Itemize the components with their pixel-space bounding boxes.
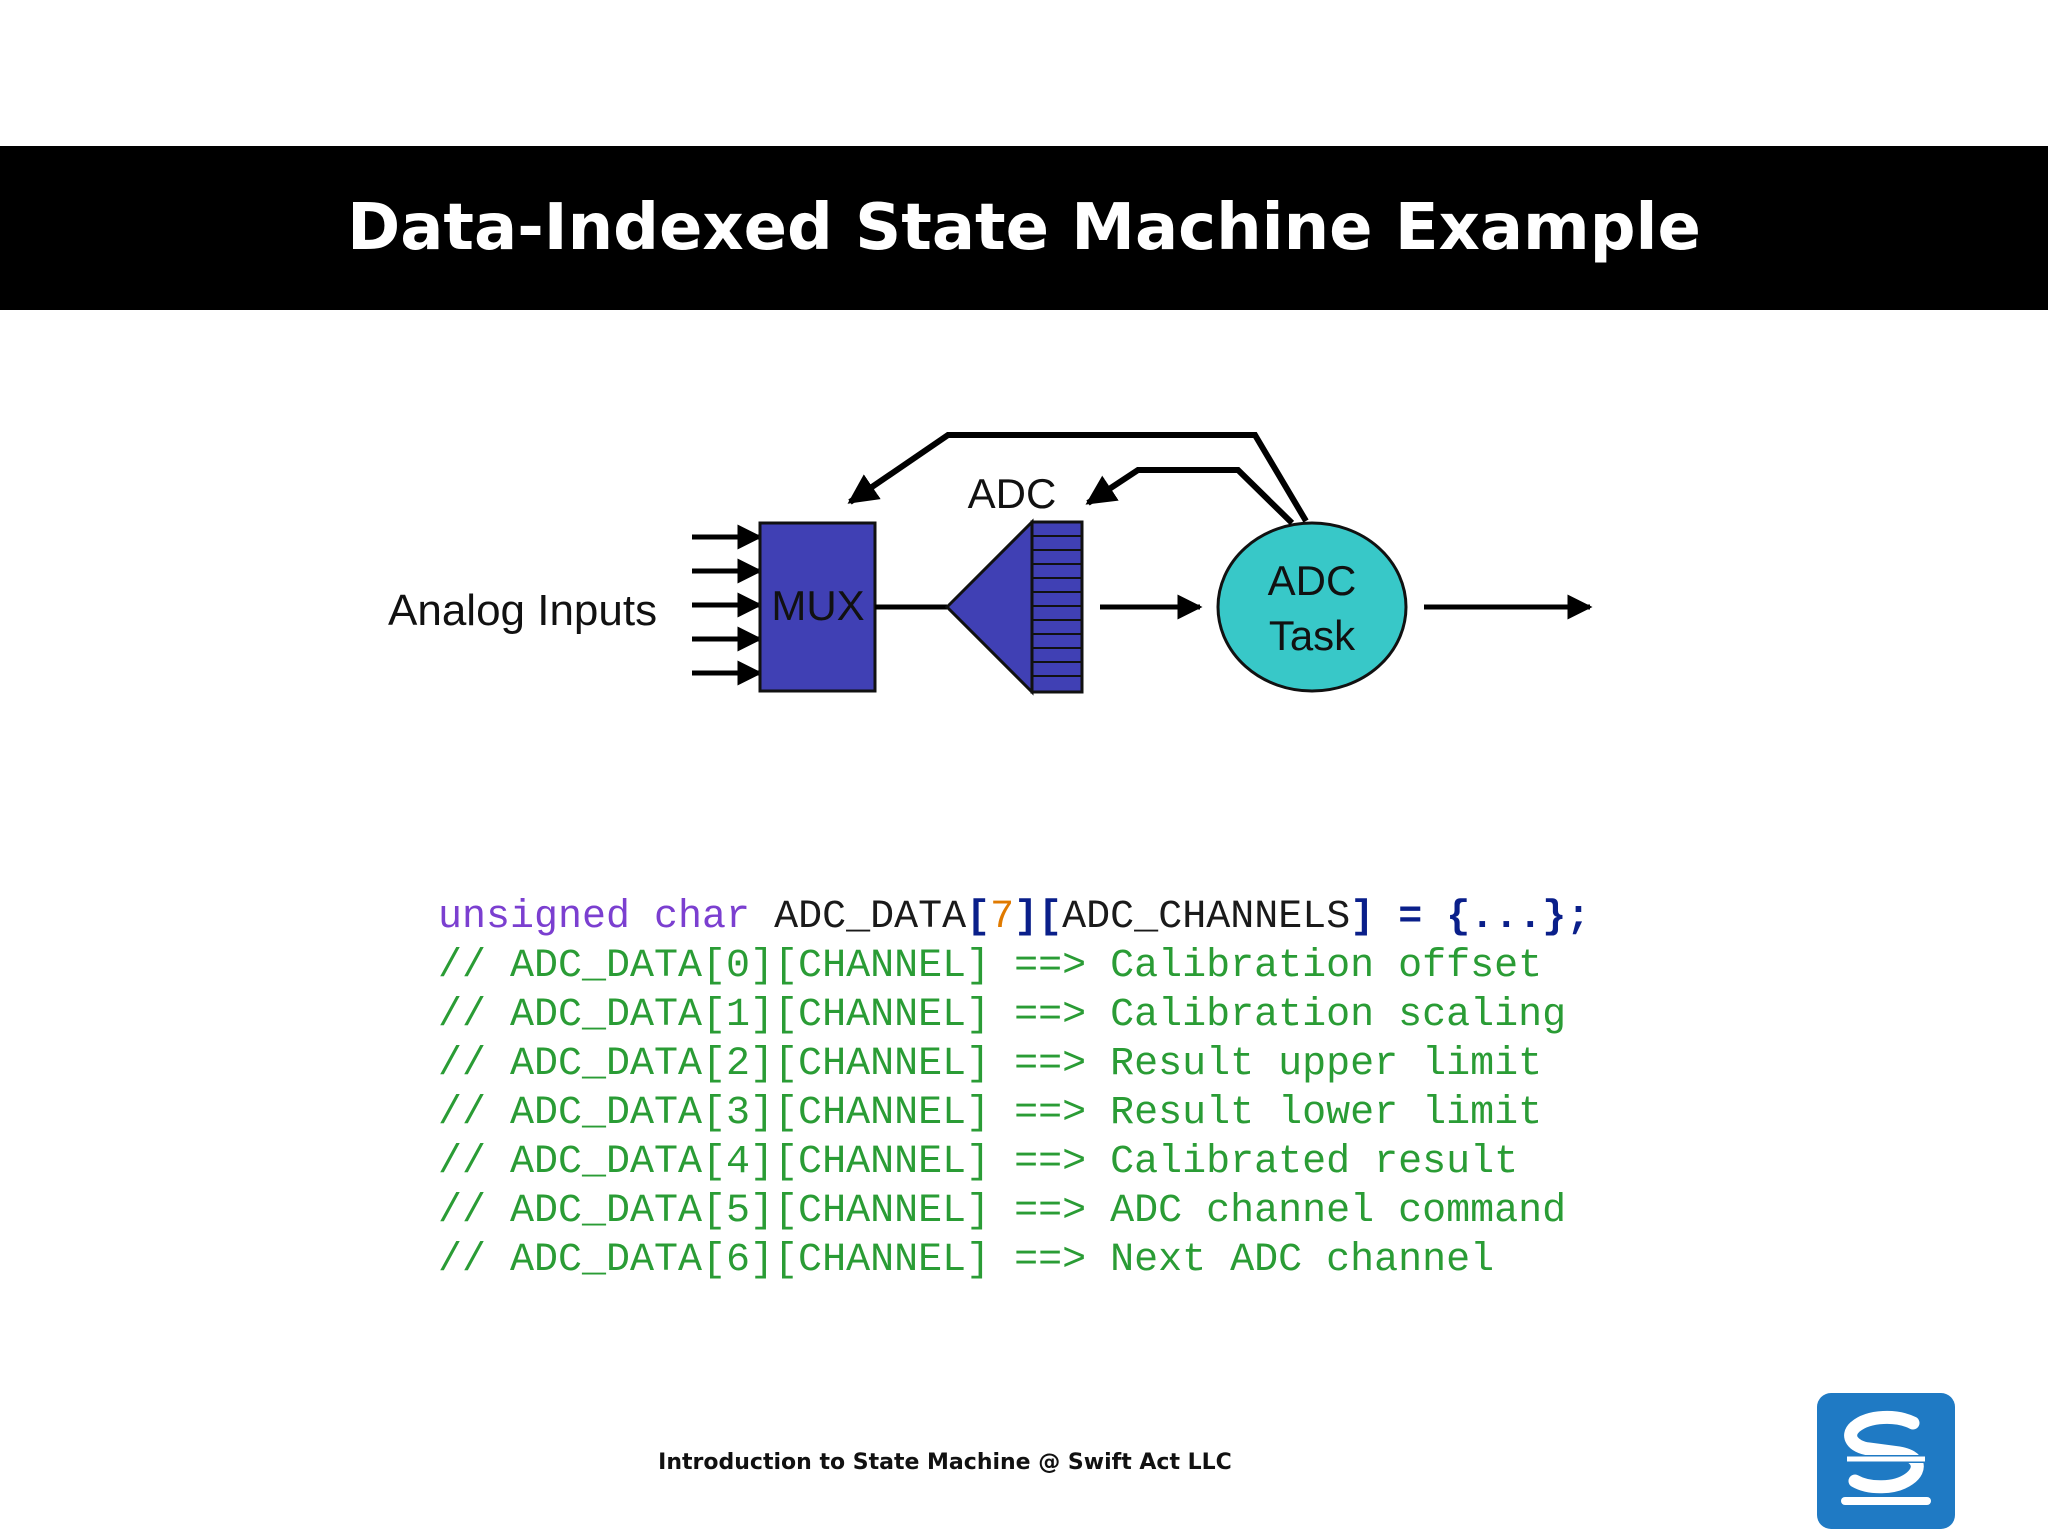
keyword-char: char [654, 895, 751, 940]
code-comment-line: // ADC_DATA[1][CHANNEL] ==> Calibration … [438, 993, 1567, 1038]
feedback-arrow-to-mux [847, 432, 1309, 523]
code-declaration-line: unsigned char ADC_DATA[7][ADC_CHANNELS] … [438, 893, 1590, 942]
array-size: 7 [990, 895, 1015, 940]
adc-task-label-line1: ADC [1268, 557, 1357, 604]
bracket-open-2: [ [1038, 895, 1063, 940]
swift-act-logo [1817, 1393, 1955, 1529]
code-comment-line: // ADC_DATA[0][CHANNEL] ==> Calibration … [438, 944, 1543, 989]
mux-block [758, 521, 877, 693]
adc-converter [944, 518, 1084, 696]
array-dimension: ADC_CHANNELS [1062, 895, 1351, 940]
adc-task-label-line2: Task [1269, 612, 1356, 659]
bracket-close-1: ] [1014, 895, 1039, 940]
analog-inputs-label: Analog Inputs [388, 586, 657, 635]
slide-title: Data-Indexed State Machine Example [347, 191, 1701, 265]
bracket-close-2: ] [1350, 895, 1375, 940]
array-identifier: ADC_DATA [774, 895, 967, 940]
code-comment-line: // ADC_DATA[3][CHANNEL] ==> Result lower… [438, 1091, 1543, 1136]
adc-label: ADC [968, 470, 1057, 517]
initializer: = {...}; [1398, 895, 1591, 940]
title-bar: Data-Indexed State Machine Example [0, 146, 2048, 310]
code-comment-line: // ADC_DATA[2][CHANNEL] ==> Result upper… [438, 1042, 1543, 1087]
code-comment-line: // ADC_DATA[4][CHANNEL] ==> Calibrated r… [438, 1140, 1519, 1185]
code-comment-line: // ADC_DATA[5][CHANNEL] ==> ADC channel … [438, 1189, 1567, 1234]
adc-task-node [1216, 521, 1408, 693]
code-block: unsigned char ADC_DATA[7][ADC_CHANNELS] … [438, 893, 1590, 1285]
bracket-open-1: [ [966, 895, 991, 940]
footer-text: Introduction to State Machine @ Swift Ac… [658, 1450, 1232, 1475]
mux-label: MUX [771, 582, 864, 629]
input-arrows [692, 524, 763, 686]
feedback-arrow-to-adc [1085, 467, 1295, 526]
keyword-unsigned: unsigned [438, 895, 631, 940]
code-comment-line: // ADC_DATA[6][CHANNEL] ==> Next ADC cha… [438, 1238, 1495, 1283]
